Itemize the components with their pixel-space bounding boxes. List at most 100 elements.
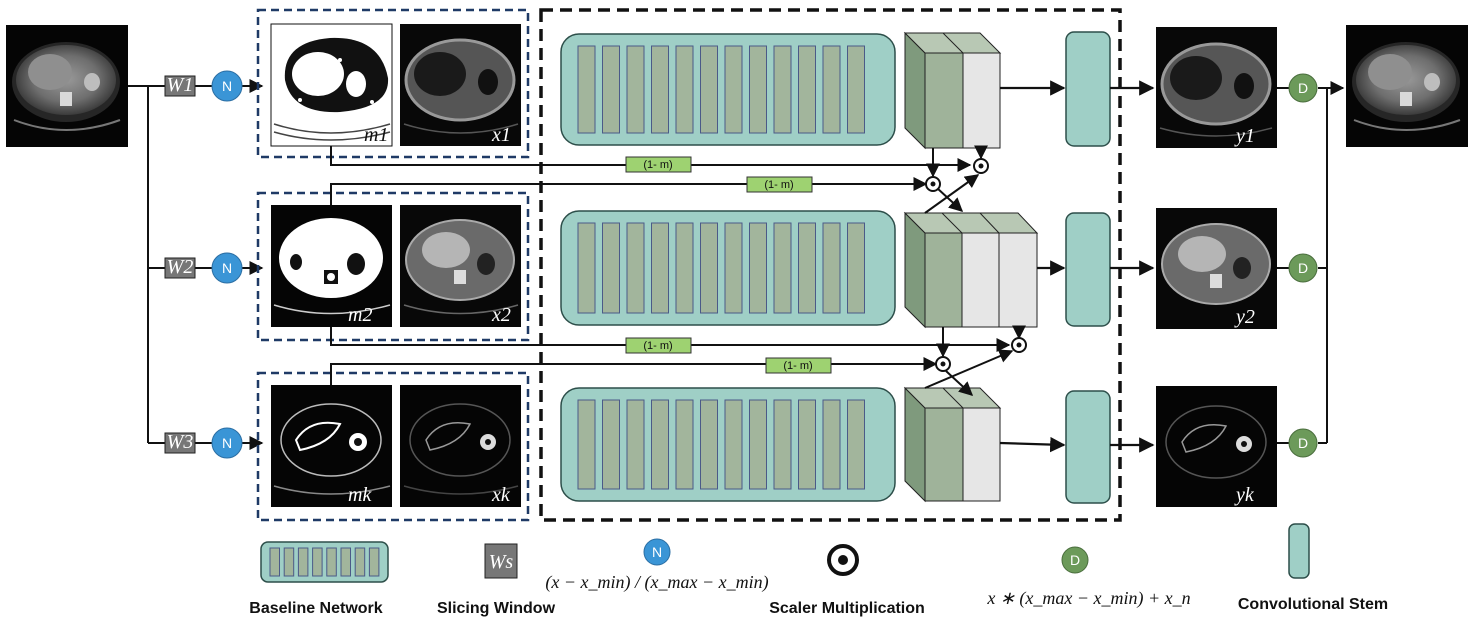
feature-bar [700, 222, 718, 314]
legend-feature-bar [340, 547, 351, 577]
feature-bar [700, 399, 718, 490]
mask-image-2 [271, 205, 392, 327]
svg-text:(1- m): (1- m) [764, 179, 793, 191]
feature-bar [749, 222, 767, 314]
input-branch-lines [128, 79, 264, 450]
window-label-3: W3 [167, 431, 194, 453]
legend-scaler-label: Scaler Multiplication [769, 600, 925, 617]
feature-bar [822, 45, 841, 134]
slicing-window-1: W1 [164, 74, 196, 97]
legend: Baseline Network Ws Slicing Window N (x … [249, 523, 1388, 617]
output-label-2: y2 [1234, 306, 1255, 328]
feature-bar [847, 45, 865, 134]
legend-feature-bar [283, 547, 295, 577]
window-label-2: W2 [167, 256, 194, 278]
model-box [539, 8, 1122, 522]
feature-bar [749, 45, 767, 134]
window-label-1: W1 [167, 74, 194, 96]
mask-label-k: mk [348, 484, 372, 506]
feature-bar [798, 399, 816, 490]
window-image-k [400, 385, 521, 507]
image-label-2: x2 [491, 304, 511, 326]
output-merge-lines [1277, 81, 1345, 444]
feature-bar [798, 45, 816, 134]
conv-stem-3 [1065, 390, 1111, 504]
legend-normalization: N (x − x_min) / (x_max − x_min) [545, 538, 769, 593]
output-label-1: y1 [1234, 125, 1255, 147]
feature-bar [626, 399, 645, 490]
legend-normalization-formula: (x − x_min) / (x_max − x_min) [545, 572, 768, 593]
denormalize-node-2: D [1288, 253, 1318, 283]
one-minus-m-1b: (1- m) [746, 176, 813, 193]
feature-bar [651, 45, 669, 134]
baseline-network-1 [560, 33, 896, 146]
input-group-2 [256, 191, 530, 342]
svg-text:D: D [1070, 552, 1080, 568]
legend-baseline-network: Baseline Network [249, 541, 389, 617]
feature-bar [724, 399, 743, 490]
legend-feature-bar [297, 547, 309, 577]
input-ct-image [6, 25, 128, 147]
legend-denormalization-formula: x ∗ (x_max − x_min) + x_n [986, 588, 1190, 609]
forward-arrows [999, 80, 1155, 453]
conv-stem-2 [1065, 212, 1111, 327]
slicing-window-2: W2 [164, 256, 196, 279]
feature-bar [675, 222, 694, 314]
svg-text:N: N [652, 544, 662, 560]
feature-bar [602, 45, 620, 134]
legend-denormalization: D x ∗ (x_max − x_min) + x_n [986, 546, 1191, 609]
baseline-networks [560, 33, 896, 502]
feature-bar [577, 399, 596, 490]
svg-text:D: D [1298, 260, 1308, 276]
input-group-1 [256, 8, 530, 159]
legend-feature-bar [354, 547, 366, 577]
output-image-k: yk [1156, 386, 1277, 507]
feature-bar [577, 222, 596, 314]
feature-bar [822, 399, 841, 490]
feature-cube-2 [903, 211, 1039, 329]
svg-text:(1- m): (1- m) [643, 159, 672, 171]
feature-bar [602, 222, 620, 314]
feature-bar [651, 399, 669, 490]
legend-feature-bar [312, 547, 323, 577]
feature-cube-3 [903, 386, 1002, 503]
legend-feature-bar [326, 547, 337, 577]
svg-text:N: N [222, 260, 232, 276]
mask-image-k [271, 385, 392, 507]
normalize-node-3: N [211, 427, 243, 459]
output-image-2: y2 [1156, 208, 1277, 329]
scaler-mult-nodes [925, 158, 1027, 372]
feature-bar [602, 399, 620, 490]
legend-conv-stem-label: Convolutional Stem [1238, 596, 1388, 613]
one-minus-m-1a: (1- m) [625, 156, 692, 173]
svg-text:(1- m): (1- m) [643, 340, 672, 352]
feature-bar [798, 222, 816, 314]
feature-cube-1 [903, 31, 1002, 150]
feature-bar [724, 222, 743, 314]
legend-convolutional-stem: Convolutional Stem [1238, 523, 1388, 613]
legend-scaler-multiplication: Scaler Multiplication [769, 544, 925, 617]
cross-link-lines [330, 145, 1026, 396]
output-image-1: y1 [1156, 27, 1277, 148]
feature-bar [626, 45, 645, 134]
mask-label-1: m1 [364, 124, 388, 146]
feature-bar [675, 399, 694, 490]
legend-baseline-label: Baseline Network [249, 600, 382, 617]
baseline-network-2 [560, 210, 896, 326]
feature-bar [773, 45, 792, 134]
feature-bar [651, 222, 669, 314]
feature-bar [749, 399, 767, 490]
svg-text:D: D [1298, 435, 1308, 451]
one-minus-m-2a: (1- m) [625, 337, 692, 354]
feature-bar [700, 45, 718, 134]
svg-text:D: D [1298, 80, 1308, 96]
window-image-2 [400, 205, 521, 327]
feature-bar [626, 222, 645, 314]
feature-bar [724, 45, 743, 134]
feature-bar [773, 399, 792, 490]
legend-slicing-window: Ws Slicing Window [437, 543, 556, 617]
normalize-node-1: N [211, 70, 243, 102]
conv-stem-1 [1065, 31, 1111, 147]
window-image-1 [400, 24, 521, 146]
normalize-node-2: N [211, 252, 243, 284]
